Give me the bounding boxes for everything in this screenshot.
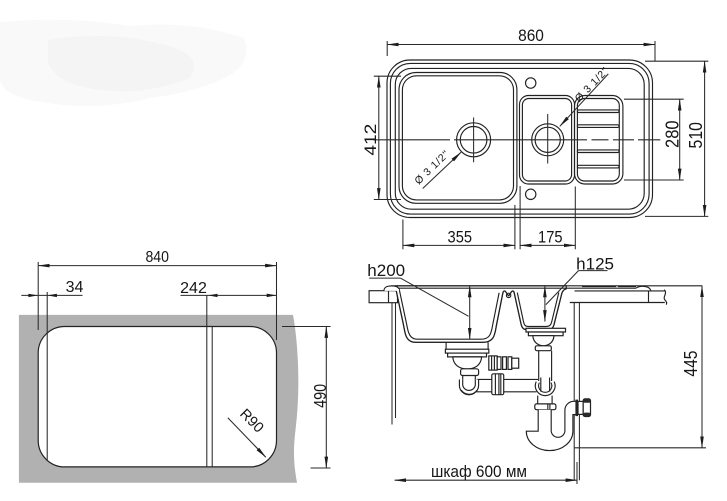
svg-text:490: 490	[310, 384, 330, 408]
svg-text:355: 355	[448, 229, 473, 247]
svg-text:412: 412	[361, 124, 380, 156]
svg-text:242: 242	[180, 280, 207, 297]
svg-text:Ø 3 1/2": Ø 3 1/2"	[412, 148, 452, 187]
svg-text:445: 445	[680, 351, 701, 377]
svg-text:840: 840	[145, 249, 169, 266]
svg-text:шкаф 600 мм: шкаф 600 мм	[431, 463, 527, 481]
svg-text:175: 175	[538, 229, 563, 247]
svg-text:280: 280	[663, 120, 683, 148]
svg-text:510: 510	[686, 122, 706, 148]
svg-text:h200: h200	[367, 261, 405, 280]
svg-text:34: 34	[66, 279, 84, 296]
svg-text:860: 860	[518, 26, 544, 45]
svg-text:h125: h125	[576, 255, 614, 274]
